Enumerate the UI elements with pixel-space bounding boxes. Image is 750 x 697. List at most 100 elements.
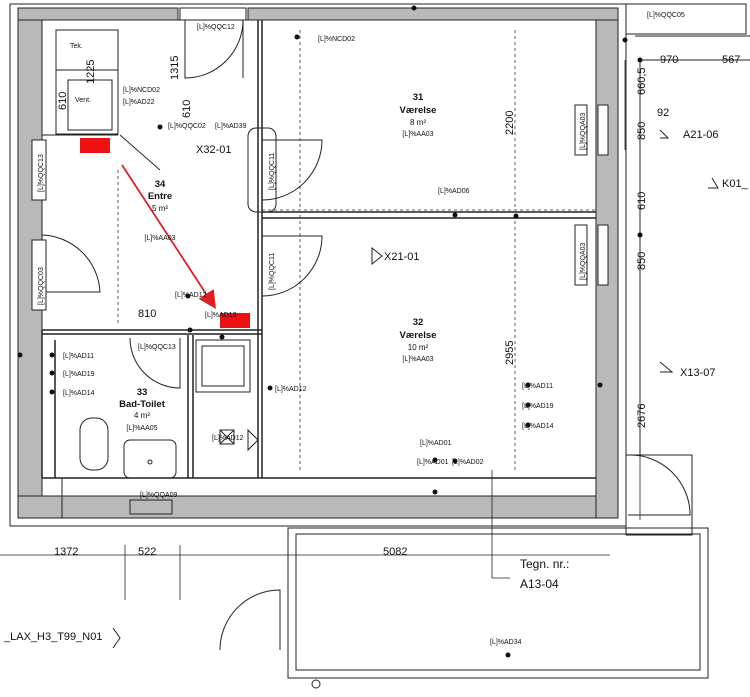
- svg-text:[L]%QQC13: [L]%QQC13: [38, 154, 45, 192]
- svg-text:1372: 1372: [54, 546, 78, 558]
- right-column: [625, 3, 750, 455]
- exterior-walls: [17, 7, 619, 519]
- svg-text:5082: 5082: [383, 546, 407, 558]
- svg-text:[L]%AA03: [L]%AA03: [402, 131, 433, 138]
- svg-text:[L]%AD13: [L]%AD13: [205, 312, 237, 319]
- svg-text:2955: 2955: [504, 341, 516, 365]
- svg-text:660,5: 660,5: [636, 67, 648, 95]
- svg-text:Entre: Entre: [148, 191, 172, 202]
- svg-text:[L]%AD06: [L]%AD06: [438, 188, 470, 195]
- room-31-label: 31 Værelse 8 m² [L]%AA03: [400, 92, 437, 138]
- svg-text:[L]%QQA03: [L]%QQA03: [580, 113, 587, 150]
- svg-text:32: 32: [413, 317, 424, 328]
- svg-text:92: 92: [657, 107, 669, 119]
- svg-text:850: 850: [636, 252, 648, 270]
- tech-cupboards: [42, 29, 161, 171]
- svg-text:34: 34: [155, 179, 166, 190]
- room-33-label: 33 Bad-Toilet 4 m² [L]%AA05: [119, 387, 166, 432]
- svg-text:K01_: K01_: [722, 178, 749, 190]
- bathroom-fixtures: [18, 339, 259, 519]
- svg-text:567: 567: [722, 54, 740, 66]
- svg-text:[L]%AD01: [L]%AD01: [417, 459, 449, 466]
- svg-text:[L]%QQC03: [L]%QQC03: [38, 267, 45, 305]
- svg-text:[L]%AD14: [L]%AD14: [522, 423, 554, 430]
- red-arrow: [121, 164, 216, 310]
- svg-text:_LAX_H3_T99_N01: _LAX_H3_T99_N01: [3, 631, 102, 643]
- section-markers: [112, 129, 719, 689]
- svg-text:10 m²: 10 m²: [408, 343, 429, 352]
- svg-text:Værelse: Værelse: [400, 330, 437, 341]
- door-swings: [41, 19, 691, 651]
- svg-text:1315: 1315: [169, 56, 181, 80]
- dimension-lines: [0, 60, 641, 600]
- svg-text:[L]%QQC11: [L]%QQC11: [269, 153, 276, 190]
- element-tags: [L]%QQC12 [L]%NCD02 [L]%NCD02 [L]%AD22 […: [38, 12, 685, 646]
- svg-text:[L]%AD39: [L]%AD39: [215, 123, 247, 130]
- interior-wall-outline: [9, 3, 627, 527]
- svg-text:850: 850: [636, 122, 648, 140]
- svg-text:[L]%AD12: [L]%AD12: [212, 435, 244, 442]
- drawing-labels: Tek. Vent. X32-01 X21-01 X13-07 A21-06 K…: [3, 43, 749, 643]
- svg-text:[L]%QQC11: [L]%QQC11: [269, 253, 276, 290]
- svg-text:[L]%AD14: [L]%AD14: [63, 390, 95, 397]
- svg-text:5 m²: 5 m²: [152, 204, 168, 213]
- fixture-dots: [17, 5, 643, 658]
- svg-text:X32-01: X32-01: [196, 144, 231, 156]
- svg-text:[L]%AA05: [L]%AA05: [126, 425, 157, 432]
- svg-text:[L]%AA03: [L]%AA03: [144, 235, 175, 242]
- svg-text:[L]%AD01: [L]%AD01: [420, 440, 452, 447]
- svg-text:[L]%AD11: [L]%AD11: [522, 383, 553, 390]
- svg-text:Værelse: Værelse: [400, 105, 437, 116]
- svg-text:610: 610: [636, 192, 648, 210]
- room-34-label: 34 Entre 5 m² [L]%AA03: [144, 179, 175, 242]
- windows: [31, 7, 609, 311]
- svg-text:4 m²: 4 m²: [134, 411, 150, 420]
- svg-text:[L]%AD12: [L]%AD12: [175, 292, 207, 299]
- svg-text:[L]%QQC02: [L]%QQC02: [168, 123, 206, 130]
- svg-text:[L]%AD19: [L]%AD19: [63, 371, 95, 378]
- svg-text:[L]%QQC05: [L]%QQC05: [647, 12, 685, 19]
- dashed-lines: [117, 30, 596, 470]
- svg-text:X21-01: X21-01: [384, 251, 419, 263]
- svg-text:970: 970: [660, 54, 678, 66]
- room-32-label: 32 Værelse 10 m² [L]%AA03: [400, 317, 437, 363]
- svg-text:[L]%NCD02: [L]%NCD02: [318, 36, 355, 43]
- svg-text:A13-04: A13-04: [520, 577, 559, 591]
- svg-text:[L]%AD22: [L]%AD22: [123, 99, 155, 106]
- red-markers: [80, 138, 250, 328]
- svg-text:[L]%QQC12: [L]%QQC12: [197, 24, 235, 31]
- svg-text:[L]%QQC13: [L]%QQC13: [138, 344, 176, 351]
- svg-text:[L]%QQA03: [L]%QQA03: [580, 243, 587, 280]
- svg-text:Vent.: Vent.: [75, 97, 91, 104]
- svg-text:33: 33: [137, 387, 148, 398]
- svg-text:[L]%AD02: [L]%AD02: [452, 459, 484, 466]
- dimension-labels: 1315 610 1225 610 810 2200 2955 970 567 …: [54, 54, 740, 558]
- svg-text:1225: 1225: [85, 60, 97, 84]
- svg-text:[L]%AA03: [L]%AA03: [402, 356, 433, 363]
- svg-text:610: 610: [181, 100, 193, 118]
- svg-text:610: 610: [57, 92, 69, 110]
- svg-text:Tegn. nr.:: Tegn. nr.:: [520, 557, 569, 571]
- svg-text:810: 810: [138, 308, 156, 320]
- red-marker-lower: [220, 313, 250, 328]
- svg-text:31: 31: [413, 92, 424, 103]
- svg-text:[L]%AD11: [L]%AD11: [63, 353, 94, 360]
- svg-text:Bad-Toilet: Bad-Toilet: [119, 399, 166, 410]
- svg-text:2676: 2676: [636, 404, 648, 428]
- svg-text:[L]%QQA09: [L]%QQA09: [140, 492, 177, 499]
- svg-text:[L]%AD34: [L]%AD34: [490, 639, 522, 646]
- balcony: [287, 454, 709, 679]
- svg-text:[L]%NCD02: [L]%NCD02: [123, 87, 160, 94]
- svg-text:X13-07: X13-07: [680, 367, 715, 379]
- partitions: [41, 20, 596, 479]
- svg-text:2200: 2200: [504, 111, 516, 135]
- red-marker-upper: [80, 138, 110, 153]
- svg-text:8 m²: 8 m²: [410, 118, 426, 127]
- svg-text:Tek.: Tek.: [70, 43, 83, 50]
- svg-text:A21-06: A21-06: [683, 129, 718, 141]
- svg-text:522: 522: [138, 546, 156, 558]
- svg-text:[L]%AD12: [L]%AD12: [275, 386, 307, 393]
- svg-text:[L]%AD19: [L]%AD19: [522, 403, 554, 410]
